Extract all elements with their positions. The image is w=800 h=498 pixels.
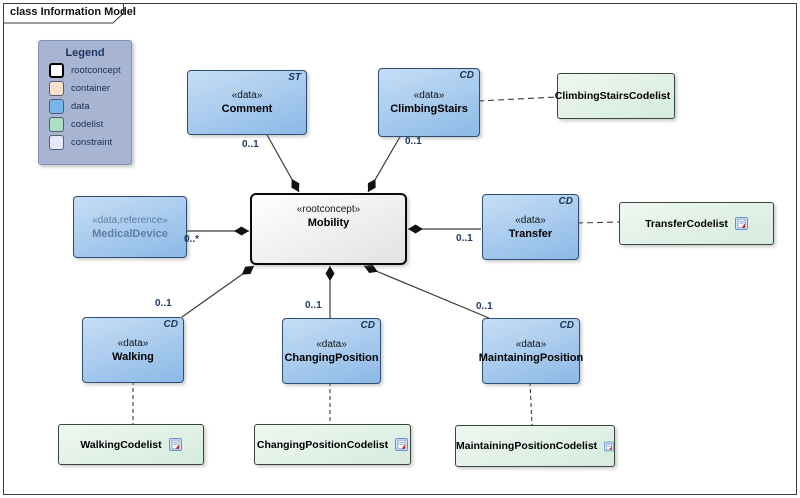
document-icon: [395, 438, 409, 451]
multiplicity-label: 0..1: [305, 300, 322, 311]
node-climbingstairs[interactable]: CD «data» ClimbingStairs: [378, 68, 480, 137]
legend-item-rootconcept: rootconcept: [49, 62, 131, 78]
node-name: Walking: [112, 350, 154, 363]
rootconcept-swatch: [49, 62, 64, 78]
type-tag: CD: [559, 320, 574, 331]
node-changingposition[interactable]: CD «data» ChangingPosition: [282, 318, 381, 384]
node-maintainingposition-codelist[interactable]: MaintainingPositionCodelist: [455, 425, 615, 467]
type-tag: CD: [360, 320, 375, 331]
node-transfer[interactable]: CD «data» Transfer: [482, 194, 579, 260]
legend-label: container: [71, 82, 111, 94]
node-comment[interactable]: ST «data» Comment: [187, 70, 307, 135]
multiplicity-label: 0..1: [456, 233, 473, 244]
stereotype: «data»: [117, 337, 149, 349]
node-mobility[interactable]: «rootconcept» Mobility: [250, 193, 407, 265]
node-climbingstairs-codelist[interactable]: ClimbingStairsCodelist: [554, 73, 675, 119]
document-icon: [168, 438, 182, 451]
codelist-name: WalkingCodelist: [80, 438, 162, 451]
document-icon: [734, 217, 748, 230]
type-tag: CD: [163, 319, 178, 330]
stereotype: «data,reference»: [92, 214, 168, 226]
multiplicity-label: 0..*: [184, 234, 200, 245]
node-name: ChangingPosition: [284, 351, 379, 364]
legend-item-constraint: constraint: [49, 134, 131, 150]
node-walking[interactable]: CD «data» Walking: [82, 317, 184, 383]
type-tag: ST: [288, 72, 301, 83]
stereotype: «data»: [316, 338, 347, 350]
legend-item-container: container: [49, 80, 131, 96]
node-name: Transfer: [508, 227, 553, 240]
frame-tab: [3, 3, 124, 24]
node-changingposition-codelist[interactable]: ChangingPositionCodelist: [254, 424, 411, 465]
multiplicity-label: 0..1: [476, 301, 493, 312]
legend-item-codelist: codelist: [49, 116, 131, 132]
document-icon: [604, 441, 614, 451]
legend-label: data: [71, 100, 90, 112]
legend-label: rootconcept: [71, 64, 121, 76]
codelist-name: MaintainingPositionCodelist: [456, 440, 598, 452]
stereotype: «data»: [413, 90, 445, 101]
stereotype: «data»: [231, 90, 263, 101]
legend-title: Legend: [65, 47, 105, 59]
node-transfer-codelist[interactable]: TransferCodelist: [619, 202, 774, 245]
container-swatch: [49, 80, 64, 96]
type-tag: CD: [558, 196, 573, 207]
codelist-name: ChangingPositionCodelist: [256, 438, 389, 451]
node-name: MaintainingPosition: [478, 351, 584, 364]
stereotype: «data»: [515, 338, 547, 350]
diagram-frame: [3, 3, 797, 495]
multiplicity-label: 0..1: [155, 298, 172, 309]
node-name: MedicalDevice: [92, 227, 168, 240]
node-name: Comment: [221, 103, 273, 115]
multiplicity-label: 0..1: [405, 136, 422, 147]
node-walking-codelist[interactable]: WalkingCodelist: [58, 424, 204, 465]
legend: Legend rootconcept container data codeli…: [38, 40, 132, 165]
codelist-name: TransferCodelist: [645, 217, 728, 230]
legend-label: codelist: [71, 118, 104, 130]
node-medicaldevice[interactable]: «data,reference» MedicalDevice: [73, 196, 187, 258]
type-tag: CD: [459, 70, 474, 81]
constraint-swatch: [49, 134, 64, 150]
data-swatch: [49, 98, 64, 114]
codelist-name: ClimbingStairsCodelist: [554, 90, 671, 102]
codelist-swatch: [49, 116, 64, 132]
stereotype: «rootconcept»: [296, 204, 361, 215]
legend-label: constraint: [71, 136, 113, 148]
multiplicity-label: 0..1: [242, 139, 259, 150]
stereotype: «data»: [515, 214, 546, 226]
diagram-title: class Information Model: [10, 6, 136, 18]
legend-item-data: data: [49, 98, 131, 114]
node-name: ClimbingStairs: [390, 103, 468, 115]
node-name: Mobility: [307, 217, 350, 229]
node-maintainingposition[interactable]: CD «data» MaintainingPosition: [479, 318, 583, 384]
